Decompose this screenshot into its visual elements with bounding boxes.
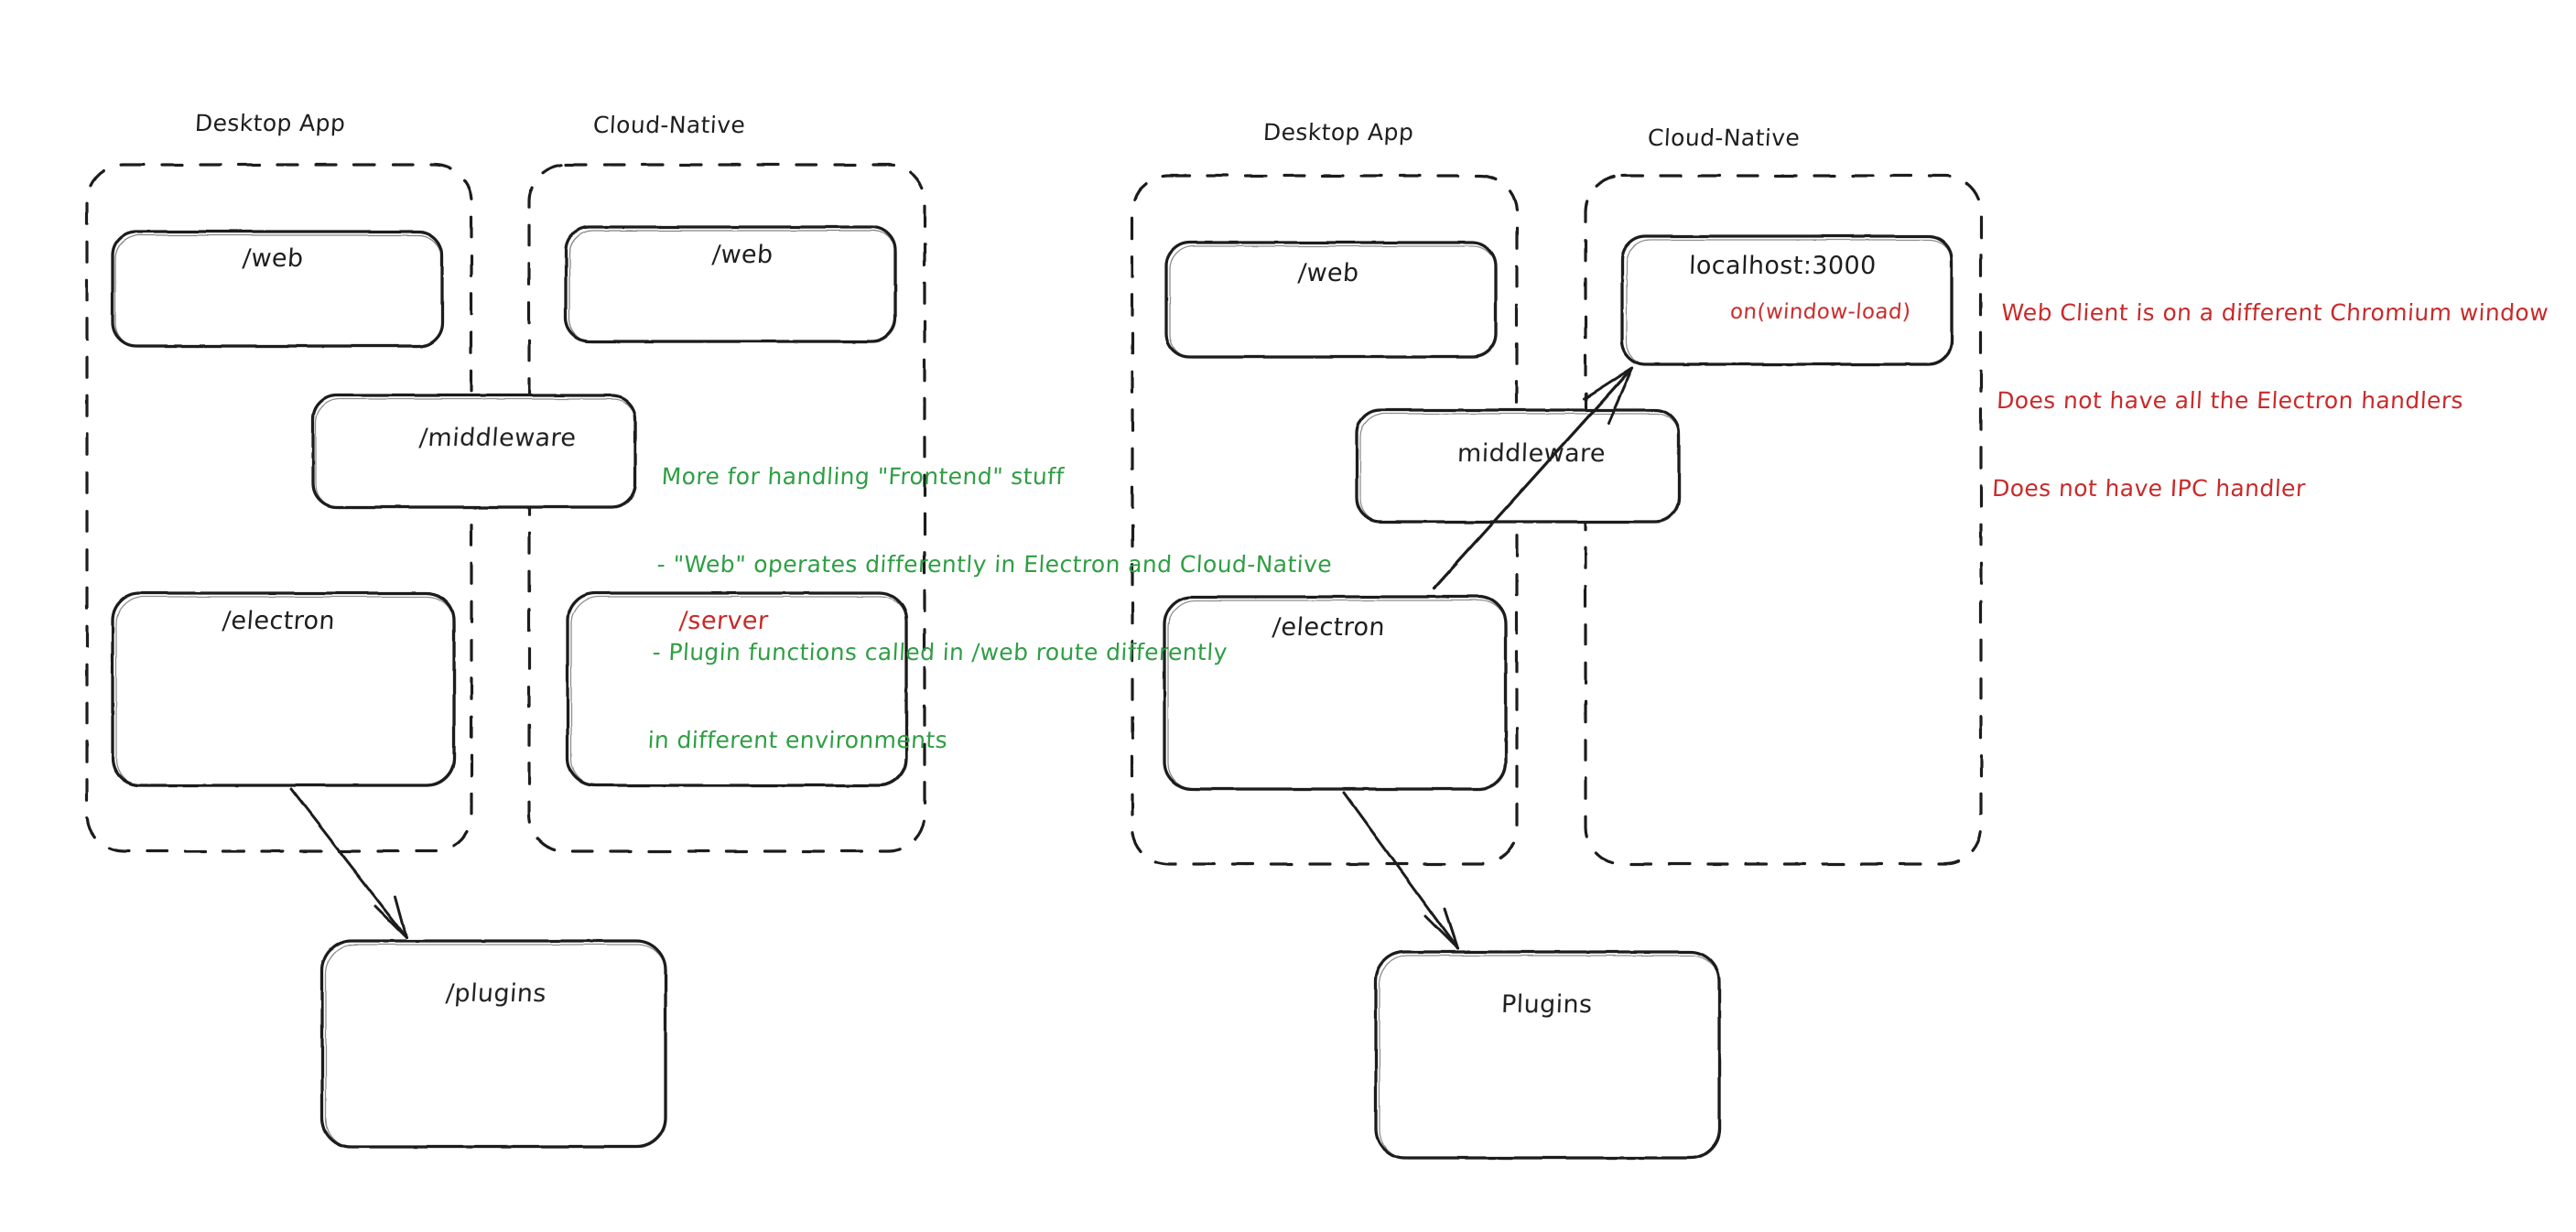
box-left-middleware: [311, 394, 637, 509]
note-red: Web Client is on a different Chromium wi…: [1990, 240, 2553, 533]
group-label-left-cloud-native: Cloud-Native: [592, 112, 746, 138]
group-left-desktop-app: [85, 163, 473, 853]
box-label-right-electron: /electron: [1271, 613, 1387, 642]
box-left-plugins: [320, 939, 667, 1149]
note-red-line-2: Does not have all the Electron handlers: [1996, 387, 2464, 414]
group-label-right-cloud-native: Cloud-Native: [1647, 124, 1801, 151]
box-label-left-electron: /electron: [221, 607, 337, 635]
box-label-left-plugins: /plugins: [444, 979, 547, 1008]
box-left-web-cloud: [564, 225, 897, 343]
box-label-right-localhost: localhost:3000: [1688, 252, 1878, 280]
box-left-web: [111, 230, 444, 348]
box-right-plugins: [1374, 950, 1721, 1160]
note-red-line-3: Does not have IPC handler: [1991, 475, 2307, 502]
group-right-desktop-app: [1131, 174, 1519, 866]
note-green: More for handling "Frontend" stuff - "We…: [645, 404, 1340, 784]
box-label-right-plugins: Plugins: [1500, 990, 1594, 1019]
box-label-left-middleware: /middleware: [417, 424, 578, 452]
group-label-left-desktop-app: Desktop App: [194, 110, 347, 136]
box-right-middleware: [1355, 408, 1681, 524]
box-sublabel-right-localhost-on-window-load: on(window-load): [1729, 300, 1912, 324]
note-red-line-1: Web Client is on a different Chromium wi…: [2000, 299, 2549, 326]
group-label-right-desktop-app: Desktop App: [1262, 119, 1415, 146]
arrow-left-electron-to-plugins: [289, 787, 408, 939]
note-green-line-4: in different environments: [646, 727, 948, 753]
note-green-line-1: More for handling "Frontend" stuff: [660, 463, 1066, 490]
box-left-server: [566, 591, 908, 787]
box-right-web: [1164, 241, 1498, 359]
box-right-localhost: [1620, 234, 1954, 366]
box-right-electron: [1163, 595, 1508, 791]
box-label-right-middleware: middleware: [1456, 439, 1607, 468]
box-label-left-web: /web: [241, 244, 305, 273]
box-label-right-web: /web: [1296, 259, 1360, 287]
note-green-line-3: - Plugin functions called in /web route …: [651, 639, 1228, 665]
box-label-left-web-cloud: /web: [710, 241, 774, 269]
arrow-right-electron-to-plugins: [1342, 791, 1459, 950]
arrow-right-electron-to-localhost: [1432, 366, 1634, 590]
box-left-electron: [111, 591, 456, 787]
note-green-line-2: - "Web" operates differently in Electron…: [655, 551, 1333, 578]
